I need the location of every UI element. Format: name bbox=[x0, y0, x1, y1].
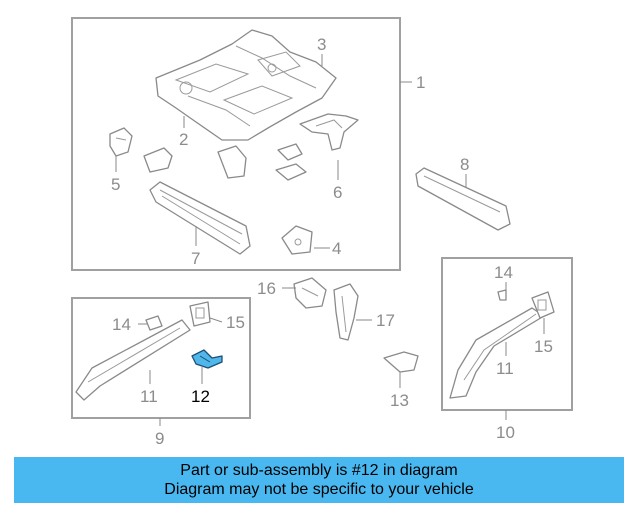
callout-4: 4 bbox=[332, 239, 341, 258]
group-1-frame bbox=[71, 17, 401, 271]
callout-7: 7 bbox=[191, 249, 200, 268]
callout-14-left: 14 bbox=[112, 315, 131, 334]
cross-member-part bbox=[299, 113, 359, 151]
banner-line-1: Part or sub-assembly is #12 in diagram bbox=[180, 462, 458, 479]
reinforcement-8-part bbox=[415, 167, 511, 231]
pillar-17-part bbox=[333, 283, 359, 341]
callout-5: 5 bbox=[111, 175, 120, 194]
callout-6: 6 bbox=[333, 183, 342, 202]
callout-16: 16 bbox=[257, 279, 276, 298]
rail-11-left-part bbox=[75, 319, 191, 401]
part-12-highlighted[interactable] bbox=[191, 349, 223, 369]
clip-14-left-part bbox=[145, 315, 163, 331]
callout-14-right: 14 bbox=[494, 263, 513, 282]
banner-line-2: Diagram may not be specific to your vehi… bbox=[164, 481, 474, 498]
callout-10: 10 bbox=[496, 423, 515, 442]
bracket-16-part bbox=[293, 277, 327, 309]
callout-8: 8 bbox=[460, 155, 469, 174]
callout-2: 2 bbox=[179, 130, 188, 149]
leader-lines bbox=[115, 54, 545, 426]
bracket-5-part bbox=[109, 127, 133, 157]
group-10-frame bbox=[441, 257, 573, 411]
callout-9: 9 bbox=[155, 429, 164, 448]
callout-11-right: 11 bbox=[496, 359, 514, 378]
callout-11-left: 11 bbox=[140, 387, 158, 406]
callout-17: 17 bbox=[376, 311, 395, 330]
clip-14-right-part bbox=[497, 289, 507, 301]
callout-3: 3 bbox=[317, 35, 326, 54]
rail-11-right-part bbox=[449, 307, 545, 399]
callout-15-left: 15 bbox=[226, 313, 245, 332]
rail-7-part bbox=[149, 181, 251, 255]
bracket-15-right-part bbox=[531, 291, 555, 319]
callout-13: 13 bbox=[390, 391, 409, 410]
callout-1: 1 bbox=[416, 73, 425, 92]
small-brackets-part bbox=[143, 143, 307, 181]
bracket-15-left-part bbox=[189, 301, 211, 327]
parts-diagram: 1 2 3 4 5 6 7 8 9 10 11 11 12 13 14 14 1… bbox=[71, 17, 573, 448]
group-9-frame bbox=[71, 297, 251, 419]
callout-15-right: 15 bbox=[534, 337, 553, 356]
bracket-4-part bbox=[281, 225, 313, 255]
floor-pan-part bbox=[155, 29, 337, 141]
info-banner: Part or sub-assembly is #12 in diagram D… bbox=[14, 457, 624, 503]
callout-12[interactable]: 12 bbox=[191, 387, 210, 406]
bracket-13-part bbox=[383, 351, 419, 373]
